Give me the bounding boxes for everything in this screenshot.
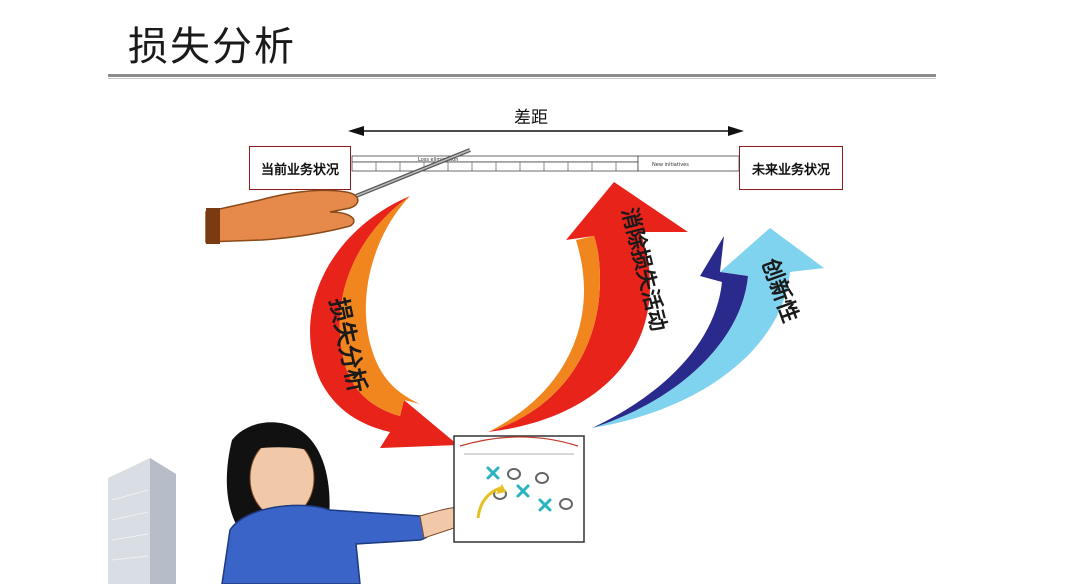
building-illustration: [108, 458, 176, 584]
current-state-label: 当前业务状况: [260, 162, 339, 178]
strategy-board-illustration: [453, 435, 585, 543]
progress-bar: Loss elimination New initiatives: [351, 155, 740, 172]
bar-left-caption: Loss elimination: [418, 157, 458, 163]
gap-label: 差距: [514, 108, 548, 128]
loss-analysis-arrow: 损失分析: [310, 196, 458, 448]
pointing-hand-illustration: [205, 148, 471, 244]
future-state-box: 未来业务状况: [739, 146, 843, 190]
current-state-box: 当前业务状况: [249, 146, 351, 190]
page-title: 损失分析: [128, 24, 296, 70]
bar-right-caption: New initiatives: [652, 162, 689, 168]
gap-arrow: [348, 126, 744, 136]
presenter-illustration: [221, 422, 481, 584]
title-divider: [108, 74, 936, 77]
future-state-label: 未来业务状况: [751, 162, 830, 178]
title-divider-thin: [108, 78, 936, 79]
